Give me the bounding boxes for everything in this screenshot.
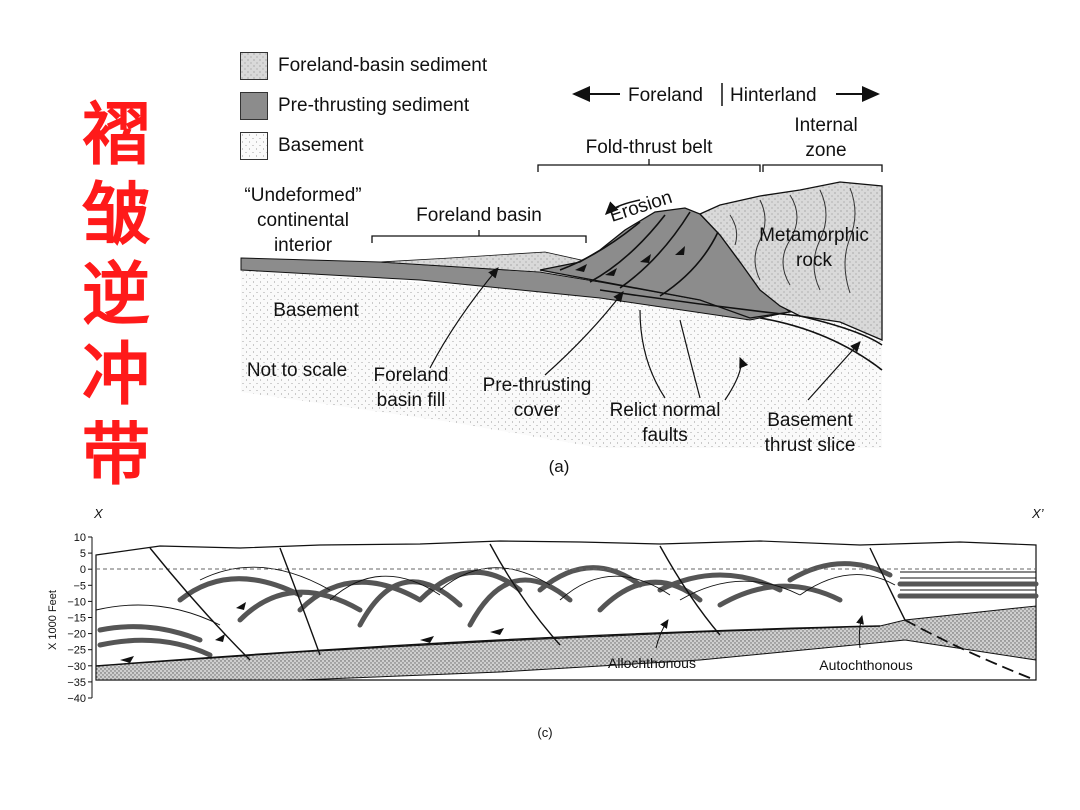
legend-item-foreland-sediment: Foreland-basin sediment bbox=[240, 46, 487, 86]
basement-label: Basement bbox=[273, 300, 359, 321]
y-tick-label: −10 bbox=[67, 596, 86, 608]
y-tick-label: 10 bbox=[74, 532, 86, 544]
title-char-2: 皱 bbox=[81, 176, 150, 255]
callout-leaders bbox=[429, 267, 861, 401]
pre-thrusting-cover-label-2: cover bbox=[514, 400, 561, 421]
hinterland-direction-label: Hinterland bbox=[730, 85, 817, 106]
legend-label: Pre-thrusting sediment bbox=[278, 95, 470, 116]
y-tick-label: −30 bbox=[67, 661, 86, 673]
y-tick-label: −15 bbox=[67, 613, 86, 625]
interior-label-3: interior bbox=[274, 235, 333, 256]
foreland-direction-label: Foreland bbox=[628, 85, 703, 106]
internal-zone-label-2: zone bbox=[805, 140, 846, 161]
thrust-faults bbox=[559, 211, 883, 371]
y-tick-label: −35 bbox=[67, 677, 86, 689]
y-tick-label: −5 bbox=[73, 580, 86, 592]
diagram-c: X X’ X 1000 Feet 10 5 0 −5 −10 −15 −20 −25 −30 −3… bbox=[47, 506, 1045, 740]
legend-label: Basement bbox=[278, 135, 364, 156]
autochthonous-label: Autochthonous bbox=[819, 657, 912, 673]
y-tick-label: −25 bbox=[67, 645, 86, 657]
interior-label-1: “Undeformed” bbox=[244, 185, 361, 206]
title-char-5: 带 bbox=[81, 416, 150, 495]
y-tick-label: −20 bbox=[67, 629, 86, 641]
y-tick-label: −40 bbox=[67, 693, 86, 705]
y-axis-label: X 1000 Feet bbox=[47, 590, 59, 650]
pre-thrusting-swatch bbox=[240, 92, 268, 120]
section-right-label: X’ bbox=[1031, 506, 1045, 521]
legend: Foreland-basin sediment Pre-thrusting se… bbox=[240, 46, 487, 166]
legend-item-pre-thrusting: Pre-thrusting sediment bbox=[240, 86, 487, 126]
relict-faults-label-1: Relict normal bbox=[610, 400, 721, 421]
allochthonous-leader bbox=[655, 619, 669, 649]
basement-swatch bbox=[240, 132, 268, 160]
fold-thrust-belt-bracket bbox=[537, 159, 761, 172]
y-ticks: 10 5 0 −5 −10 −15 −20 −25 −30 −35 −40 bbox=[67, 532, 92, 705]
basement-slice-label-1: Basement bbox=[767, 410, 853, 431]
title-char-4: 冲 bbox=[81, 336, 150, 415]
title-char-1: 褶 bbox=[81, 96, 150, 175]
thrust-arrows bbox=[575, 246, 685, 276]
y-tick-label: 5 bbox=[80, 548, 86, 560]
internal-zone-bracket bbox=[762, 164, 883, 172]
caption-c: (c) bbox=[537, 725, 552, 740]
metamorphic-zone bbox=[698, 181, 883, 341]
interior-label-2: continental bbox=[257, 210, 349, 231]
foreland-sediment-swatch bbox=[240, 52, 268, 80]
direction-indicator: Foreland Hinterland bbox=[572, 83, 880, 106]
section-left-label: X bbox=[93, 506, 104, 521]
pre-thrusting-cover-label-1: Pre-thrusting bbox=[483, 375, 592, 396]
vertical-title: 褶 皱 逆 冲 带 bbox=[66, 96, 166, 496]
basement-slice-label-2: thrust slice bbox=[765, 435, 856, 456]
scale-note: Not to scale bbox=[247, 360, 347, 381]
caption-a: (a) bbox=[549, 457, 570, 476]
relict-faults-label-2: faults bbox=[642, 425, 687, 446]
autochthonous-leader bbox=[856, 615, 864, 649]
legend-label: Foreland-basin sediment bbox=[278, 55, 488, 76]
section-basement bbox=[95, 605, 1037, 681]
metamorphic-folds bbox=[729, 187, 856, 294]
foreland-basin-bracket bbox=[371, 230, 587, 243]
thin-strata bbox=[95, 566, 1036, 626]
metamorphic-label-1: Metamorphic bbox=[759, 225, 869, 246]
section-thrust-faults bbox=[95, 543, 1031, 679]
allochthonous-label: Allochthonous bbox=[608, 655, 696, 671]
foreland-basin-label: Foreland basin bbox=[416, 205, 542, 226]
foreland-fill-label-2: basin fill bbox=[377, 390, 446, 411]
section-thrust-arrows bbox=[120, 602, 504, 663]
erosion-arrow bbox=[604, 199, 641, 216]
metamorphic-label-2: rock bbox=[796, 250, 832, 271]
fold-thrust-belt-label: Fold-thrust belt bbox=[586, 137, 713, 158]
title-char-3: 逆 bbox=[81, 256, 150, 335]
y-tick-label: 0 bbox=[80, 564, 86, 576]
diagram-a: Foreland Hinterland Fold-thrust belt Int… bbox=[240, 83, 883, 476]
foreland-fill-label-1: Foreland bbox=[374, 365, 449, 386]
internal-zone-label-1: Internal bbox=[794, 115, 857, 136]
legend-item-basement: Basement bbox=[240, 126, 487, 166]
